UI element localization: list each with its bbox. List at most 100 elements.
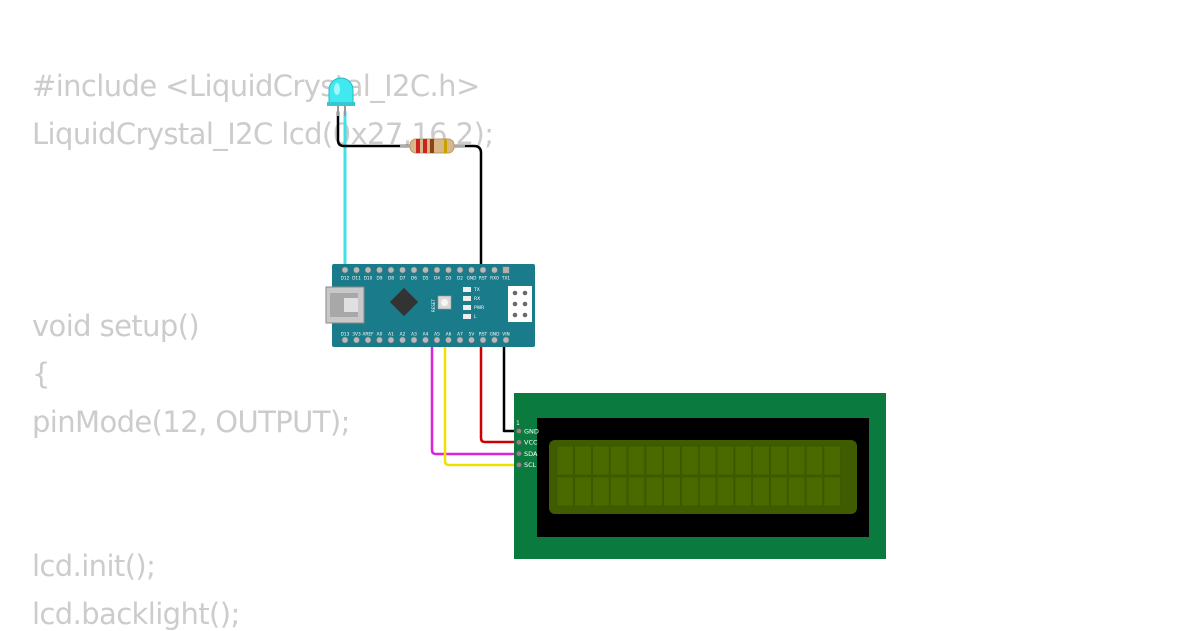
code-line: void setup() bbox=[32, 309, 200, 343]
lcd-pin-sda[interactable] bbox=[516, 450, 522, 457]
pin-label: D12 bbox=[341, 276, 350, 282]
led[interactable] bbox=[327, 77, 355, 116]
pin-VIN[interactable] bbox=[502, 336, 510, 344]
pin-D8[interactable] bbox=[387, 266, 395, 274]
reset-button[interactable] bbox=[437, 295, 452, 310]
lcd-pin-label: VCC bbox=[524, 439, 538, 447]
pin-label: RST bbox=[479, 276, 488, 282]
pin-label: D3 bbox=[445, 276, 451, 282]
pin-label: TX1 bbox=[501, 276, 511, 282]
wire-led-resistor[interactable] bbox=[336, 110, 412, 148]
pin-A6[interactable] bbox=[445, 336, 452, 344]
pin-D6[interactable] bbox=[410, 266, 418, 274]
lcd-pin-header: GND VCC SDA SCL bbox=[516, 427, 539, 469]
pin-label: D11 bbox=[352, 276, 361, 282]
pin-RX0[interactable] bbox=[491, 266, 498, 274]
lcd-cell bbox=[752, 476, 770, 507]
pin-label: RST bbox=[479, 332, 488, 338]
code-line: { bbox=[32, 357, 50, 391]
pin-D11[interactable] bbox=[353, 266, 360, 274]
lcd-cell bbox=[716, 445, 735, 476]
pin-GND[interactable] bbox=[491, 336, 498, 344]
pin-label: D4 bbox=[434, 276, 440, 282]
lcd-pin-label: SCL bbox=[524, 461, 537, 469]
lcd-cell bbox=[663, 445, 681, 476]
pin-D4[interactable] bbox=[433, 266, 441, 274]
pin-3V3[interactable] bbox=[353, 336, 360, 344]
pin-A1[interactable] bbox=[387, 336, 395, 344]
lcd-1602-i2c[interactable]: 1 GND VCC SDA SCL bbox=[514, 393, 886, 559]
pin-A0[interactable] bbox=[376, 336, 383, 344]
pin-label: D8 bbox=[388, 276, 394, 282]
code-line: pinMode(12, OUTPUT); bbox=[32, 405, 350, 439]
pin-label: D10 bbox=[364, 276, 373, 282]
lcd-cell bbox=[716, 476, 735, 507]
pin-A5[interactable] bbox=[433, 336, 441, 344]
lcd-cell bbox=[610, 476, 628, 507]
wire-sda[interactable] bbox=[430, 338, 520, 456]
lcd-cell bbox=[592, 445, 610, 476]
lcd-cell bbox=[788, 445, 806, 476]
lcd-cell bbox=[823, 476, 841, 507]
lcd-cell bbox=[645, 476, 663, 507]
pin-RST[interactable] bbox=[479, 336, 487, 344]
wire-scl[interactable] bbox=[443, 338, 520, 467]
pin-D5[interactable] bbox=[422, 266, 429, 274]
pin-label: A2 bbox=[400, 332, 406, 338]
pin-GND[interactable] bbox=[468, 266, 475, 274]
pin-label: A7 bbox=[457, 332, 463, 338]
pin-label: A3 bbox=[411, 332, 417, 338]
pin-label: D9 bbox=[376, 276, 382, 282]
pin-A3[interactable] bbox=[410, 336, 418, 344]
lcd-cell bbox=[574, 476, 592, 507]
status-leds: TX RX PWR L bbox=[463, 287, 484, 320]
code-line: lcd.init(); bbox=[32, 549, 156, 583]
lcd-cell bbox=[770, 476, 788, 507]
lcd-cell bbox=[823, 445, 841, 476]
lcd-cell bbox=[788, 476, 806, 507]
pin-label: A5 bbox=[434, 332, 440, 338]
pin-label: GND bbox=[467, 276, 478, 282]
pin-AREF[interactable] bbox=[364, 336, 372, 344]
wire-vcc[interactable] bbox=[479, 338, 520, 444]
pin-D3[interactable] bbox=[445, 266, 452, 274]
lcd-cell bbox=[556, 445, 574, 476]
pin-label: A4 bbox=[423, 332, 429, 338]
pin-D13[interactable] bbox=[341, 336, 349, 344]
wire-gnd[interactable] bbox=[502, 338, 520, 433]
pin-A7[interactable] bbox=[456, 336, 464, 344]
resistor[interactable] bbox=[400, 138, 465, 154]
lcd-pin-gnd[interactable] bbox=[516, 428, 522, 434]
lcd-pin-vcc[interactable] bbox=[516, 439, 522, 446]
code-line: lcd.backlight(); bbox=[32, 597, 240, 631]
lcd-cell bbox=[681, 445, 699, 476]
pin-A4[interactable] bbox=[422, 336, 429, 344]
pin-5V[interactable] bbox=[468, 336, 475, 344]
pin-D12[interactable] bbox=[341, 266, 349, 274]
pin-D10[interactable] bbox=[364, 266, 372, 274]
lcd-cell bbox=[645, 445, 663, 476]
pin-label: A0 bbox=[377, 332, 383, 338]
pin-RST[interactable] bbox=[479, 266, 487, 274]
pin-D9[interactable] bbox=[376, 266, 383, 274]
lcd-cell bbox=[681, 476, 699, 507]
wires bbox=[336, 110, 520, 467]
pin-TX1[interactable] bbox=[502, 266, 510, 274]
lcd-cell bbox=[592, 476, 610, 507]
pin-A2[interactable] bbox=[399, 336, 406, 344]
lcd-pin-label: SDA bbox=[524, 450, 538, 458]
lcd-pin-scl[interactable] bbox=[516, 462, 522, 468]
lcd-cell bbox=[663, 476, 681, 507]
wire-resistor-gnd[interactable] bbox=[453, 144, 483, 270]
pin-D7[interactable] bbox=[399, 266, 406, 274]
lcd-pin1-marker: 1 bbox=[516, 420, 520, 427]
icsp-header bbox=[508, 286, 532, 322]
lcd-cell bbox=[699, 476, 717, 507]
lcd-cell bbox=[805, 476, 824, 507]
lcd-pin-label: GND bbox=[524, 427, 539, 435]
lcd-cell bbox=[770, 445, 788, 476]
pin-D2[interactable] bbox=[456, 266, 464, 274]
led-label: TX bbox=[473, 287, 480, 293]
